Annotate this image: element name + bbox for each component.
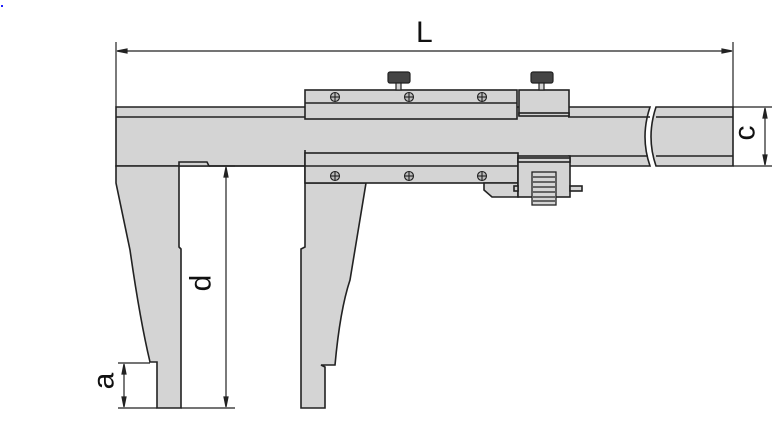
knob-clamp [530,71,554,84]
main-beam [115,106,652,167]
clamp-block [518,89,570,116]
dimension-label-L: L [416,16,433,49]
dimension-label-c: c [728,125,762,141]
dimension-label-d: d [184,274,218,292]
marker-dot [1,5,3,7]
sliding-jaw [300,150,367,409]
knob-slider [387,71,411,84]
dimension-label-a: a [87,372,121,390]
thumb-wheel [531,171,557,206]
fixed-jaw [115,161,211,409]
main-beam-end [650,106,734,167]
